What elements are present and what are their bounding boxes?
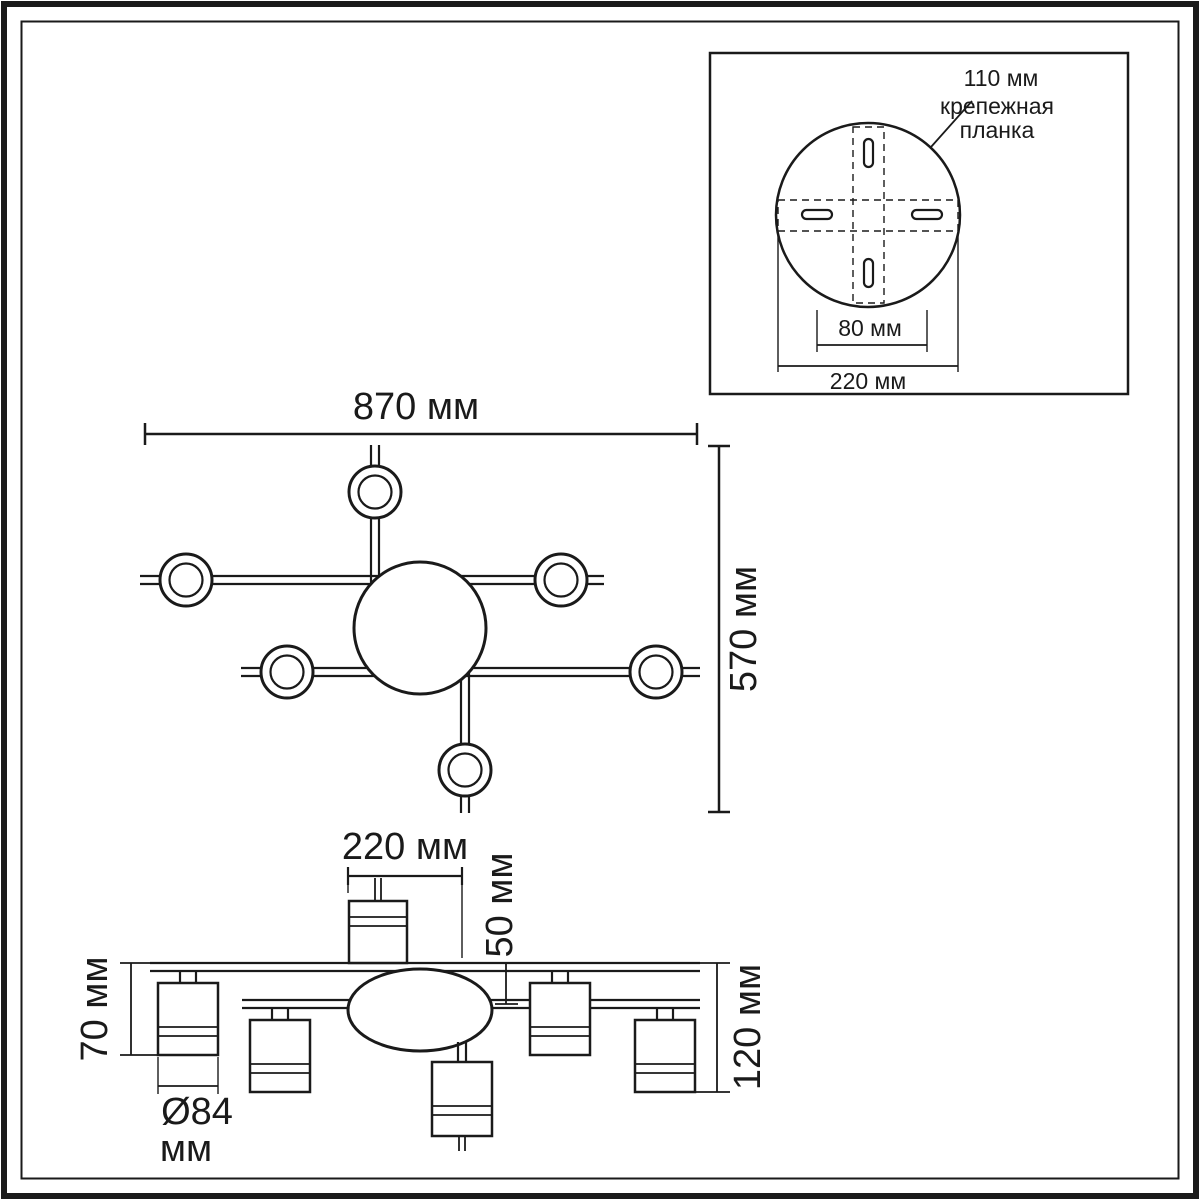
inset-dim-220-label: 220 мм xyxy=(830,368,906,394)
spotlight-head xyxy=(158,552,214,608)
top-view: 870 мм 570 мм xyxy=(140,386,765,814)
spotlight-head xyxy=(437,742,493,798)
top-view-width-dim xyxy=(143,423,699,445)
side-view: 220 мм 50 мм 70 мм Ø84 мм 120 мм xyxy=(74,826,769,1170)
side-dim-50-label: 50 мм xyxy=(479,852,521,957)
inset-dim-80-label: 80 мм xyxy=(838,315,902,341)
central-body-circle xyxy=(352,560,488,696)
inset-dim-110-label: 110 мм xyxy=(964,65,1039,91)
side-dim-diameter xyxy=(157,1057,219,1094)
spotlight-head-up xyxy=(347,878,409,965)
top-view-height-label: 570 мм xyxy=(723,566,765,692)
side-dim-50 xyxy=(495,962,518,1005)
mounting-slots xyxy=(800,137,944,289)
bracket-label-line2: планка xyxy=(960,117,1035,143)
spotlight-head xyxy=(347,464,403,520)
side-dim-120-label: 120 мм xyxy=(727,964,769,1090)
mounting-slot-top xyxy=(862,137,875,169)
chandelier-top-view xyxy=(140,445,700,813)
bracket-label-line1: крепежная xyxy=(940,93,1054,119)
mounting-plate-inset: 110 мм крепежная планка 80 мм 220 мм xyxy=(708,51,1130,396)
central-body-side xyxy=(346,967,494,1053)
side-dim-120 xyxy=(695,962,730,1093)
mounting-slot-left xyxy=(800,208,834,221)
mounting-slot-right xyxy=(910,208,944,221)
mounting-slot-bottom xyxy=(862,257,875,289)
inset-border xyxy=(708,51,1130,396)
spotlight-head xyxy=(259,644,315,700)
side-dim-220 xyxy=(346,867,464,958)
spotlight-head xyxy=(628,644,684,700)
spotlight-head-down-center xyxy=(430,1042,494,1151)
spotlight-head-down xyxy=(248,1008,312,1094)
side-dim-70-label: 70 мм xyxy=(74,956,116,1061)
side-dim-70 xyxy=(120,962,158,1056)
side-dim-diameter-label: Ø84 xyxy=(161,1091,233,1133)
spotlight-head-down xyxy=(156,971,220,1057)
bracket-outline xyxy=(777,126,959,304)
spotlight-head-down xyxy=(633,1008,697,1094)
spotlight-head xyxy=(533,552,589,608)
inset-dim-80 xyxy=(816,310,928,352)
spotlight-heads-plan xyxy=(158,464,684,798)
side-dim-220-label: 220 мм xyxy=(342,826,468,868)
spotlight-head-down xyxy=(528,971,592,1057)
inset-dim-220 xyxy=(777,233,959,372)
side-dim-diameter-unit-label: мм xyxy=(160,1128,212,1170)
mounting-plate-circle xyxy=(774,121,962,309)
leader-line xyxy=(930,100,973,148)
chandelier-arm-tips xyxy=(140,445,700,813)
top-view-width-label: 870 мм xyxy=(353,386,479,428)
top-view-height-dim xyxy=(708,444,730,814)
